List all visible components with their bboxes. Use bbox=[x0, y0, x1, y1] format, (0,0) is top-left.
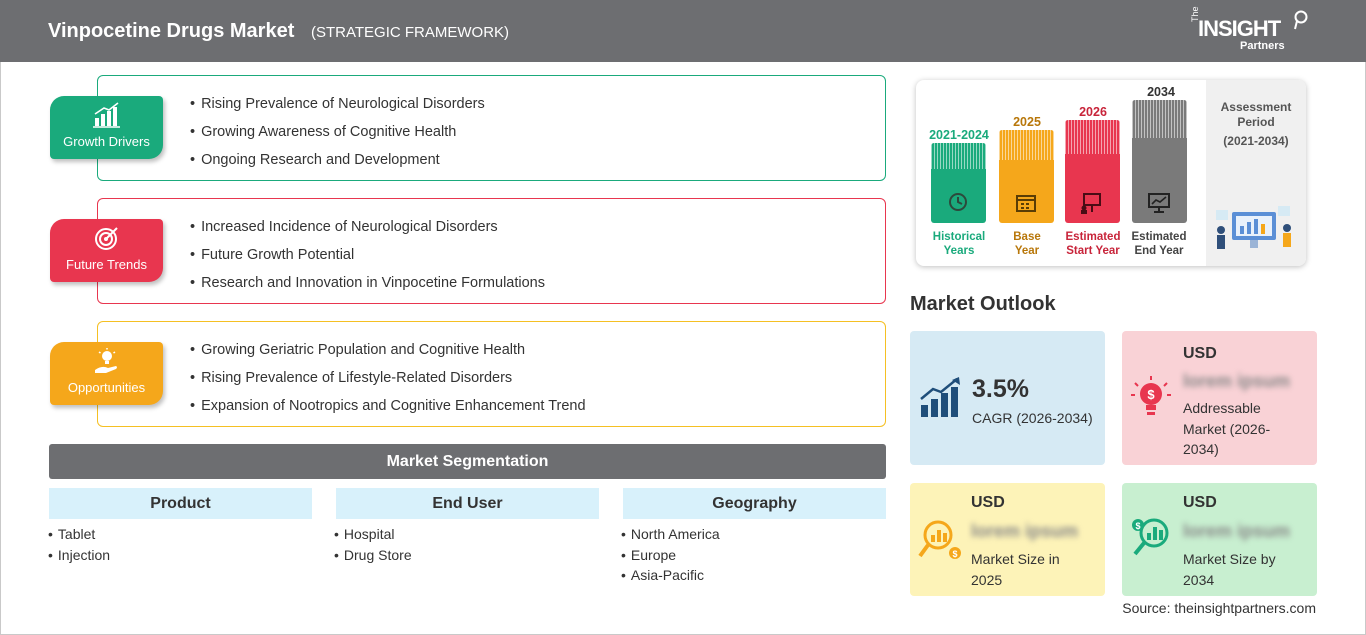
size-2034-usd: USD bbox=[1183, 494, 1217, 511]
caption-line: Base bbox=[1013, 231, 1041, 243]
growth-drivers-list: Rising Prevalence of Neurological Disord… bbox=[190, 95, 485, 179]
year-label-base: 2025 bbox=[1013, 115, 1041, 129]
assessment-timeline-card: Assessment Period (2021-2034) 2021-2024 … bbox=[916, 80, 1306, 266]
segment-heading-end-user: End User bbox=[336, 488, 599, 519]
segment-list-product: Tablet Injection bbox=[48, 526, 110, 567]
source-credit: Source: theinsightpartners.com bbox=[1122, 600, 1316, 616]
header-bar: Vinpocetine Drugs Market (STRATEGIC FRAM… bbox=[0, 0, 1366, 62]
opportunities-box: Growing Geriatric Population and Cogniti… bbox=[97, 321, 886, 427]
segment-heading-product: Product bbox=[49, 488, 312, 519]
assessment-period-panel: Assessment Period (2021-2034) bbox=[1206, 80, 1306, 266]
caption-line: Historical bbox=[932, 231, 986, 243]
list-item: Drug Store bbox=[334, 547, 412, 568]
logo-insight-text: INSIGHT bbox=[1198, 16, 1281, 41]
future-trends-badge: Future Trends bbox=[50, 219, 163, 282]
year-label-historical: 2021-2024 bbox=[929, 128, 989, 142]
list-item: Hospital bbox=[334, 526, 412, 547]
market-size-2034-card: $ USD lorem ipsum Market Size by 2034 bbox=[1122, 483, 1317, 596]
list-item: Future Growth Potential bbox=[190, 246, 545, 274]
size-2025-usd: USD bbox=[971, 494, 1005, 511]
caption-base: Base Year bbox=[987, 230, 1067, 258]
growth-drivers-badge: Growth Drivers bbox=[50, 96, 163, 159]
page-subtitle: (STRATEGIC FRAMEWORK) bbox=[311, 24, 510, 41]
analytics-people-icon bbox=[1216, 206, 1291, 249]
monitor-chart-icon bbox=[1148, 193, 1170, 213]
caption-line: End Year bbox=[1134, 245, 1184, 257]
badge-label: Opportunities bbox=[67, 380, 146, 395]
lightbulb-hand-icon bbox=[95, 348, 117, 373]
caption-line: Estimated bbox=[1065, 231, 1121, 243]
caption-line: Year bbox=[1014, 245, 1040, 257]
addressable-value-blurred: lorem ipsum bbox=[1183, 371, 1291, 391]
assessment-line3: (2021-2034) bbox=[1223, 134, 1289, 148]
size-2034-value-blurred: lorem ipsum bbox=[1183, 521, 1291, 541]
magnifier-chart-icon: $ bbox=[918, 520, 961, 559]
bar-chart-icon bbox=[93, 102, 120, 128]
future-trends-list: Increased Incidence of Neurological Diso… bbox=[190, 218, 545, 302]
cagr-value: 3.5% bbox=[972, 375, 1029, 403]
cagr-label: CAGR (2026-2034) bbox=[972, 410, 1093, 426]
list-item: Ongoing Research and Development bbox=[190, 151, 485, 179]
history-icon bbox=[949, 193, 967, 211]
timeline-bar-end bbox=[1132, 100, 1187, 223]
page-title: Vinpocetine Drugs Market bbox=[48, 20, 295, 42]
caption-end: Estimated End Year bbox=[1119, 230, 1199, 258]
target-icon bbox=[95, 227, 118, 250]
logo-partners-text: Partners bbox=[1240, 40, 1285, 52]
calendar-icon bbox=[1016, 195, 1036, 212]
svg-text:$: $ bbox=[952, 549, 957, 559]
badge-label: Growth Drivers bbox=[63, 134, 150, 149]
addressable-market-card: $ USD lorem ipsum Addressable Market (20… bbox=[1122, 331, 1317, 465]
list-item: Asia-Pacific bbox=[621, 567, 720, 588]
list-item: North America bbox=[621, 526, 720, 547]
caption-line: Estimated bbox=[1131, 231, 1187, 243]
market-outlook-title: Market Outlook bbox=[910, 293, 1056, 315]
opportunities-badge: Opportunities bbox=[50, 342, 163, 405]
assessment-line1: Assessment bbox=[1220, 100, 1292, 114]
caption-historical: Historical Years bbox=[919, 230, 999, 258]
growth-chart-icon bbox=[920, 377, 960, 417]
dollar-bulb-icon: $ bbox=[1131, 376, 1171, 415]
growth-drivers-box: Rising Prevalence of Neurological Disord… bbox=[97, 75, 886, 181]
magnifier-chart-icon: $ bbox=[1132, 518, 1169, 556]
list-item: Research and Innovation in Vinpocetine F… bbox=[190, 274, 545, 302]
logo-magnifier-icon bbox=[1294, 10, 1308, 30]
svg-text:$: $ bbox=[1135, 521, 1140, 531]
insight-partners-logo[interactable]: The INSIGHT Partners bbox=[1190, 6, 1310, 54]
segment-list-geography: North America Europe Asia-Pacific bbox=[621, 526, 720, 588]
market-size-2025-card: $ USD lorem ipsum Market Size in 2025 bbox=[910, 483, 1105, 596]
timeline-bar-historical bbox=[931, 143, 986, 223]
svg-text:$: $ bbox=[1147, 387, 1155, 402]
caption-line: Start Year bbox=[1066, 245, 1120, 257]
future-trends-box: Increased Incidence of Neurological Diso… bbox=[97, 198, 886, 304]
timeline-bar-base bbox=[999, 130, 1054, 223]
size-2034-label: Market Size by 2034 bbox=[1183, 551, 1276, 588]
caption-line: Years bbox=[943, 245, 975, 257]
year-label-start: 2026 bbox=[1079, 105, 1107, 119]
list-item: Growing Geriatric Population and Cogniti… bbox=[190, 341, 586, 369]
list-item: Increased Incidence of Neurological Diso… bbox=[190, 218, 545, 246]
addressable-label: Addressable Market (2026-2034) bbox=[1183, 400, 1271, 457]
size-2025-label: Market Size in 2025 bbox=[971, 551, 1060, 588]
segment-heading-geography: Geography bbox=[623, 488, 886, 519]
caption-start: Estimated Start Year bbox=[1053, 230, 1133, 258]
addressable-usd: USD bbox=[1183, 345, 1217, 362]
list-item: Europe bbox=[621, 547, 720, 568]
list-item: Injection bbox=[48, 547, 110, 568]
segment-list-end-user: Hospital Drug Store bbox=[334, 526, 412, 567]
presentation-icon bbox=[1081, 193, 1101, 214]
assessment-line2: Period bbox=[1237, 115, 1275, 129]
year-label-end: 2034 bbox=[1147, 85, 1175, 99]
size-2025-value-blurred: lorem ipsum bbox=[971, 521, 1079, 541]
market-segmentation-bar: Market Segmentation bbox=[49, 444, 886, 479]
list-item: Rising Prevalence of Neurological Disord… bbox=[190, 95, 485, 123]
list-item: Rising Prevalence of Lifestyle-Related D… bbox=[190, 369, 586, 397]
list-item: Growing Awareness of Cognitive Health bbox=[190, 123, 485, 151]
list-item: Tablet bbox=[48, 526, 110, 547]
opportunities-list: Growing Geriatric Population and Cogniti… bbox=[190, 341, 586, 425]
timeline-bar-start bbox=[1065, 120, 1120, 223]
badge-label: Future Trends bbox=[66, 257, 147, 272]
list-item: Expansion of Nootropics and Cognitive En… bbox=[190, 397, 585, 425]
cagr-card: 3.5% CAGR (2026-2034) bbox=[910, 331, 1105, 465]
